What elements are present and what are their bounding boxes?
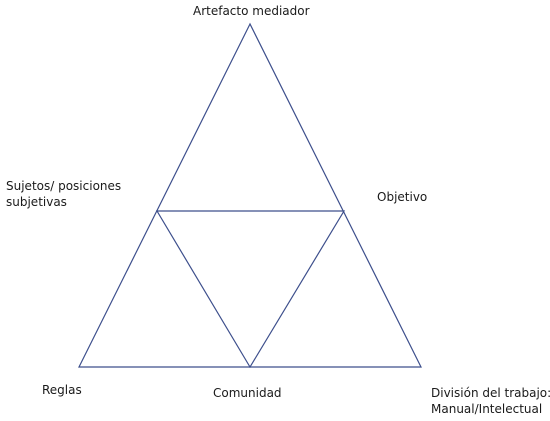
label-text: Objetivo <box>377 190 428 204</box>
label-sujetos: Sujetos/ posiciones subjetivas <box>6 178 121 210</box>
label-text-line1: División del trabajo: <box>431 386 550 400</box>
label-text-line2: subjetivas <box>6 195 67 209</box>
outer-triangle <box>78 22 422 368</box>
label-text: Artefacto mediador <box>193 4 310 18</box>
label-division-del-trabajo: División del trabajo: Manual/Intelectual <box>431 385 550 417</box>
label-artefacto-mediador: Artefacto mediador <box>193 3 310 19</box>
label-objetivo: Objetivo <box>377 189 427 205</box>
label-text-line1: Sujetos/ posiciones <box>6 179 122 193</box>
label-text: Reglas <box>42 383 82 397</box>
label-text: Comunidad <box>213 386 282 400</box>
label-comunidad: Comunidad <box>213 385 282 401</box>
label-reglas: Reglas <box>42 382 82 398</box>
inner-triangle <box>155 210 346 369</box>
label-text-line2: Manual/Intelectual <box>431 402 543 416</box>
